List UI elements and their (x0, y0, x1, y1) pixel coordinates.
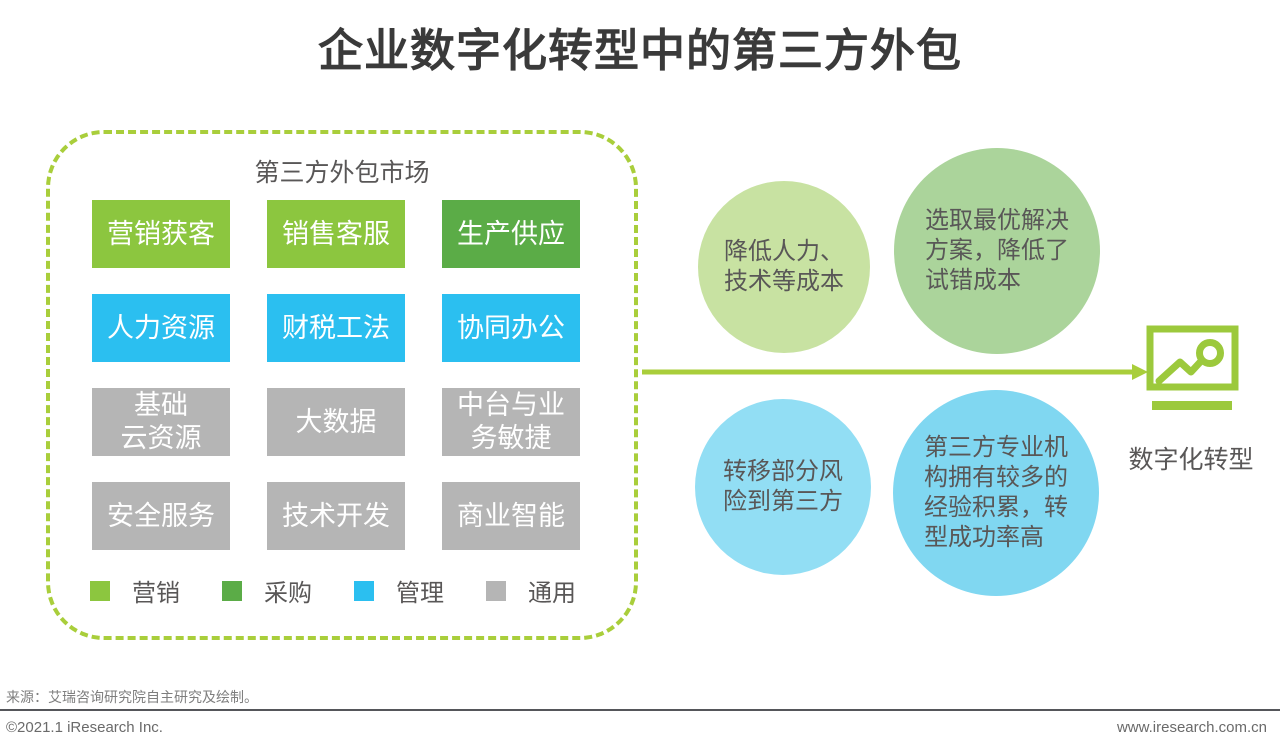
market-grid: 营销获客 销售客服 生产供应 人力资源 财税工法 协同办公 基础 云资源 大数据… (92, 200, 580, 550)
market-cell-middle-platform: 中台与业 务敏捷 (442, 388, 580, 456)
legend-item-marketing: 营销 (90, 573, 180, 608)
market-cell-production-supply: 生产供应 (442, 200, 580, 268)
market-cell-sales-service: 销售客服 (267, 200, 405, 268)
trend-chart-icon (1146, 325, 1239, 410)
legend-label: 管理 (396, 580, 444, 607)
market-cell-big-data: 大数据 (267, 388, 405, 456)
benefit-circle-experience: 第三方专业机 构拥有较多的 经验积累，转 型成功率高 (893, 390, 1099, 596)
marketing-color-swatch (90, 580, 110, 601)
legend-label: 通用 (528, 580, 576, 607)
legend-item-management: 管理 (354, 573, 444, 608)
right-arrow (642, 364, 1148, 380)
market-cell-tech-development: 技术开发 (267, 482, 405, 550)
benefit-circle-cost-reduction: 降低人力、 技术等成本 (698, 181, 870, 353)
copyright-text: ©2021.1 iResearch Inc. (6, 719, 163, 736)
page-title: 企业数字化转型中的第三方外包 (317, 25, 962, 76)
legend-label: 采购 (264, 580, 312, 607)
market-cell-security-services: 安全服务 (92, 482, 230, 550)
market-cell-collaboration: 协同办公 (442, 294, 580, 362)
market-cell-marketing-acquisition: 营销获客 (92, 200, 230, 268)
outsourcing-market-panel: 第三方外包市场 营销获客 销售客服 生产供应 人力资源 财税工法 协同办公 基础… (46, 130, 638, 640)
market-cell-finance-tax: 财税工法 (267, 294, 405, 362)
legend-item-procurement: 采购 (222, 573, 312, 608)
market-cell-human-resources: 人力资源 (92, 294, 230, 362)
website-url: www.iresearch.com.cn (1116, 719, 1267, 736)
benefit-circle-risk-transfer: 转移部分风 险到第三方 (695, 399, 871, 575)
general-color-swatch (486, 580, 506, 601)
market-cell-cloud-resources: 基础 云资源 (92, 388, 230, 456)
legend-item-general: 通用 (486, 573, 576, 608)
management-color-swatch (354, 580, 374, 601)
procurement-color-swatch (222, 580, 242, 601)
market-cell-business-intelligence: 商业智能 (442, 482, 580, 550)
panel-title: 第三方外包市场 (254, 159, 430, 187)
legend-label: 营销 (132, 580, 180, 607)
category-legend: 营销 采购 管理 通用 (90, 573, 576, 608)
source-note: 来源：艾瑞咨询研究院自主研究及绘制。 (6, 689, 258, 705)
footer-divider (0, 709, 1280, 711)
benefit-circle-optimal-solution: 选取最优解决 方案，降低了 试错成本 (894, 148, 1100, 354)
digital-transformation-label: 数字化转型 (1128, 446, 1254, 474)
